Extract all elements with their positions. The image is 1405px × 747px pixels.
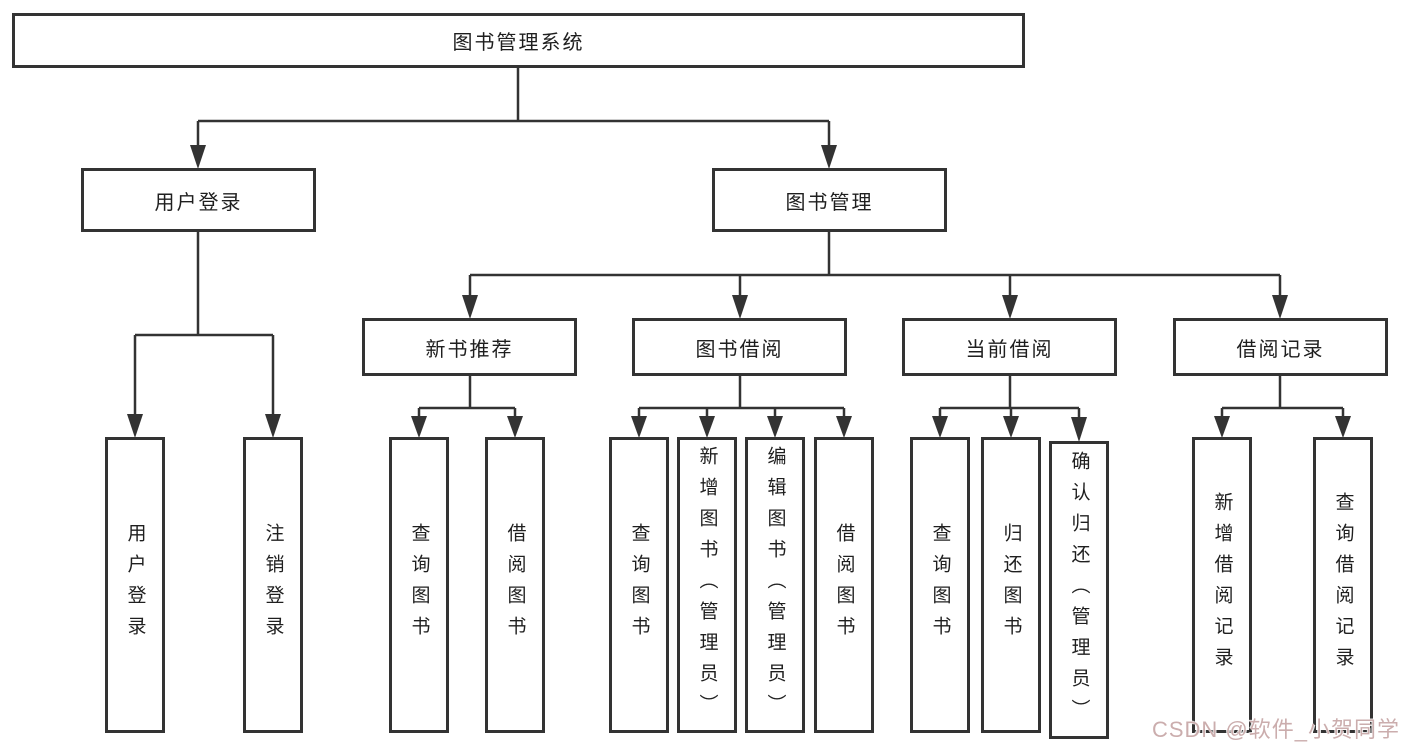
node-label: 查询图书 [408, 523, 430, 647]
node-label: 新增图书（管理员） [696, 445, 718, 725]
node-label: 借阅图书 [833, 523, 855, 647]
leaf-borrow-book: 借阅图书 [485, 437, 545, 733]
node-label: 借阅图书 [504, 523, 526, 647]
leaf-query-book: 查询图书 [910, 437, 970, 733]
leaf-query-borrow-record: 查询借阅记录 [1313, 437, 1373, 733]
node-user-login: 用户登录 [81, 168, 316, 232]
node-label: 用户登录 [154, 191, 243, 214]
leaf-confirm-return-admin: 确认归还（管理员） [1049, 441, 1109, 739]
node-library-management-system: 图书管理系统 [12, 13, 1025, 68]
node-label: 用户登录 [124, 523, 146, 647]
node-current-borrow: 当前借阅 [902, 318, 1117, 376]
node-label: 借阅记录 [1236, 338, 1325, 361]
node-label: 查询借阅记录 [1332, 492, 1354, 678]
node-label: 编辑图书（管理员） [764, 445, 786, 725]
node-label: 图书管理系统 [452, 32, 585, 54]
leaf-add-borrow-record: 新增借阅记录 [1192, 437, 1252, 733]
node-book-borrow: 图书借阅 [632, 318, 847, 376]
node-new-book-recommend: 新书推荐 [362, 318, 577, 376]
leaf-return-book: 归还图书 [981, 437, 1041, 733]
node-label: 图书管理 [785, 191, 874, 214]
node-borrow-records: 借阅记录 [1173, 318, 1388, 376]
leaf-logout: 注销登录 [243, 437, 303, 733]
node-label: 归还图书 [1000, 523, 1022, 647]
leaf-add-book-admin: 新增图书（管理员） [677, 437, 737, 733]
leaf-query-book: 查询图书 [609, 437, 669, 733]
node-label: 图书借阅 [695, 338, 784, 361]
node-label: 查询图书 [628, 523, 650, 647]
node-book-management: 图书管理 [712, 168, 947, 232]
node-label: 查询图书 [929, 523, 951, 647]
leaf-user-login: 用户登录 [105, 437, 165, 733]
leaf-borrow-book: 借阅图书 [814, 437, 874, 733]
leaf-edit-book-admin: 编辑图书（管理员） [745, 437, 805, 733]
leaf-query-book: 查询图书 [389, 437, 449, 733]
node-label: 确认归还（管理员） [1068, 450, 1090, 730]
node-label: 注销登录 [262, 523, 284, 647]
csdn-watermark: CSDN @软件_小贺同学 [1151, 717, 1400, 742]
node-label: 当前借阅 [965, 338, 1054, 361]
node-label: 新增借阅记录 [1211, 492, 1233, 678]
node-label: 新书推荐 [425, 338, 514, 361]
